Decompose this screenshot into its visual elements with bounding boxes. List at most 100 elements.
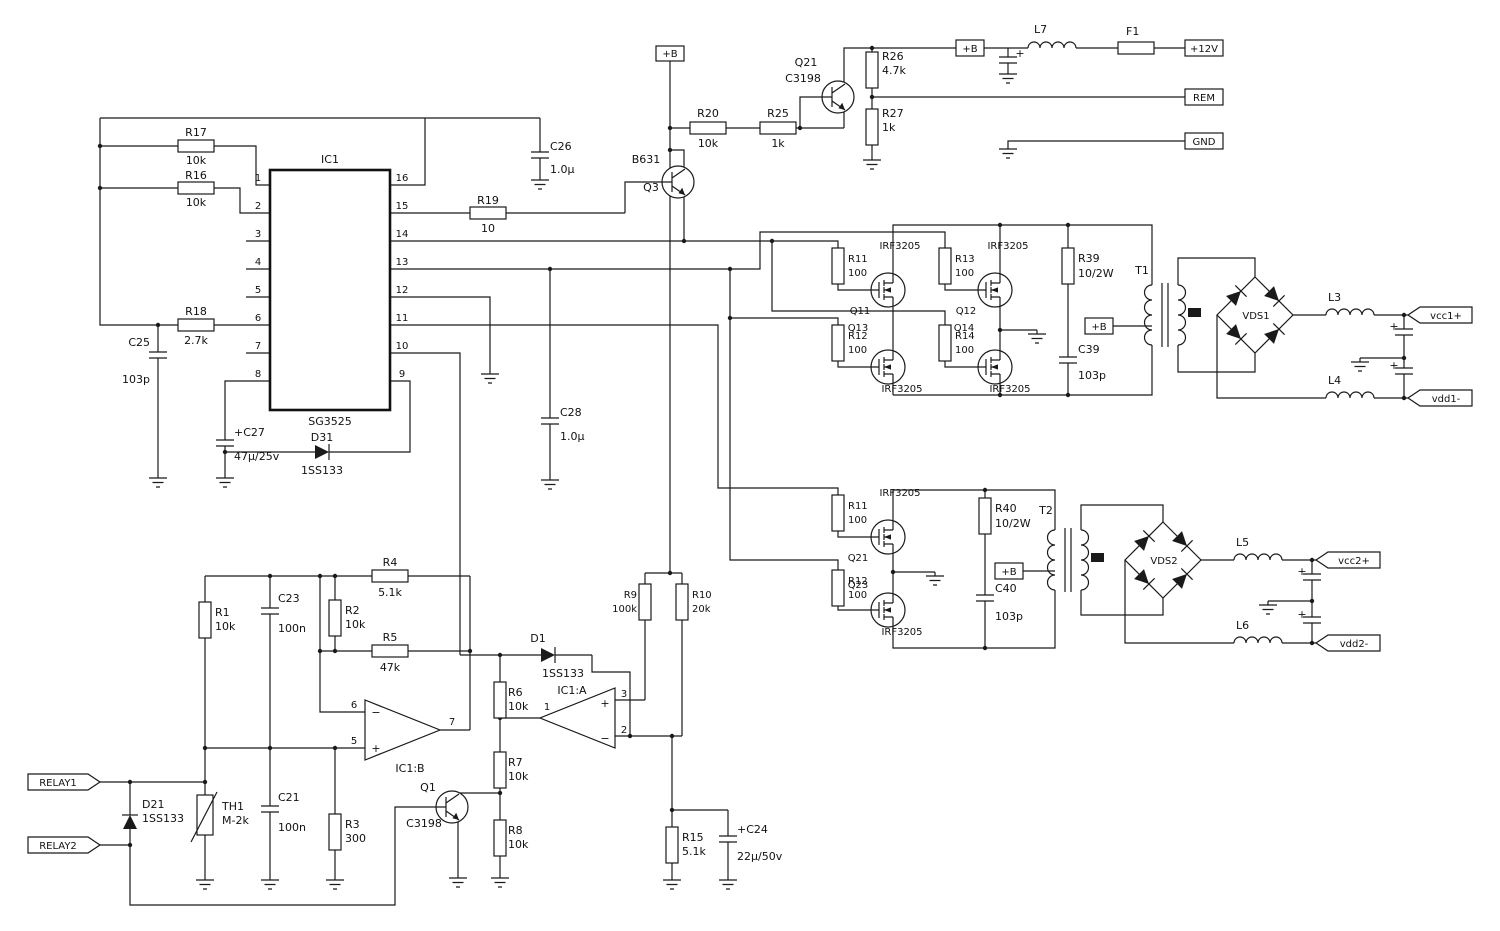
resistor-r40: R40 10/2W (978, 497, 1031, 535)
q21-name: Q21 (795, 56, 818, 69)
r6-name: R6 (508, 686, 523, 699)
diode-d31: D31 1SS133 (301, 431, 343, 477)
rectifier-vds1: VDS1 (1216, 276, 1294, 354)
resistor-r12: R12 100 (831, 324, 868, 362)
vcc1-label: vcc1+ (1430, 311, 1462, 322)
ic1b-minus-sign: − (371, 706, 380, 719)
port-plus-b-12v: +B (955, 39, 985, 57)
resistor-r26: R26 4.7k (865, 50, 906, 89)
vdd1-label: vdd1- (1432, 394, 1461, 405)
resistor-r19: R19 10 (469, 194, 507, 235)
resistor-r1: R1 10k (198, 601, 236, 639)
resistor-r13: R13 100 (938, 247, 975, 285)
transformer-t1: T1 (1134, 264, 1201, 348)
r10-value: 20k (692, 604, 711, 615)
transistor-q3: B631 Q3 (632, 153, 695, 199)
capacitor-vcc1-top: + (1389, 320, 1414, 336)
ic1-pin-7: 7 (255, 341, 261, 352)
r1-name: R1 (215, 606, 230, 619)
ic1-pin-3: 3 (255, 229, 261, 240)
ic1b-pin7: 7 (449, 717, 455, 728)
relay1-label: RELAY1 (39, 778, 77, 789)
q11-part: IRF3205 (879, 241, 920, 252)
rectifier-vds2: VDS2 (1124, 521, 1202, 599)
l6-label: L6 (1236, 619, 1249, 632)
r3-name: R3 (345, 818, 360, 831)
r20-name: R20 (697, 107, 719, 120)
diode-d21: D21 1SS133 (121, 798, 184, 830)
r17-name: R17 (185, 126, 207, 139)
r11-name: R11 (848, 254, 868, 265)
ic1a-plus-sign: + (600, 697, 609, 710)
opamp-ic1b: − + 6 5 7 IC1:B (351, 699, 455, 775)
ic1a-minus-sign: − (600, 732, 609, 745)
resistor-r11b: R11 100 (831, 494, 868, 532)
ic1-pin-16: 16 (396, 173, 409, 184)
ic1b-pin6: 6 (351, 700, 357, 711)
r15-value: 5.1k (682, 845, 706, 858)
r40-name: R40 (995, 502, 1017, 515)
resistor-r8: R8 10k (493, 819, 529, 857)
ic1a-pin3: 3 (621, 689, 627, 700)
r3-value: 300 (345, 832, 366, 845)
c25-name: C25 (128, 336, 150, 349)
ic1-pin-4: 4 (255, 257, 261, 268)
q3-name: Q3 (643, 181, 659, 194)
q1-part: C3198 (406, 817, 442, 830)
resistor-r12b: R12 100 (831, 569, 868, 607)
port-vdd2: vdd2- (1314, 634, 1381, 652)
fuse-f1: F1 (1117, 25, 1155, 55)
c40-name: C40 (995, 582, 1017, 595)
r25-name: R25 (767, 107, 789, 120)
plus-b-label: +B (1001, 567, 1016, 578)
l5-label: L5 (1236, 536, 1249, 549)
q13-name: Q13 (848, 323, 869, 334)
inductor-l3: L3 (1325, 291, 1375, 316)
capacitor-c39: C39 103p (1058, 343, 1106, 382)
r9-value: 100k (612, 604, 637, 615)
th1-value: M-2k (222, 814, 249, 827)
ic1-part: SG3525 (308, 415, 352, 428)
r7-value: 10k (508, 770, 529, 783)
wires-controller (99, 117, 946, 655)
capacitor-c40: C40 103p (975, 582, 1023, 623)
resistor-r14: R14 100 (938, 324, 975, 362)
thermistor-th1: TH1 M-2k (190, 791, 249, 843)
port-plus-b-t1: +B (1084, 317, 1114, 335)
r8-name: R8 (508, 824, 523, 837)
ic1-pin-2: 2 (255, 201, 261, 212)
port-plus-b-top: +B (655, 45, 685, 62)
ic1-pin-15: 15 (396, 201, 409, 212)
inductor-l7: L7 (1027, 23, 1077, 49)
capacitor-c27: +C27 47µ/25v (215, 426, 280, 463)
f1-label: F1 (1126, 25, 1139, 38)
r4-name: R4 (383, 556, 398, 569)
d21-name: D21 (142, 798, 164, 811)
r19-value: 10 (481, 222, 495, 235)
c27-value: 47µ/25v (234, 450, 280, 463)
q21b-name: Q21 (848, 553, 869, 564)
c21-name: C21 (278, 791, 300, 804)
d21-value: 1SS133 (142, 812, 184, 825)
q23-name: Q23 (848, 580, 869, 591)
r14-value: 100 (955, 345, 974, 356)
ic1-name: IC1 (321, 153, 339, 166)
r19-name: R19 (477, 194, 499, 207)
rem-label: REM (1193, 93, 1215, 104)
ic1a-label: IC1:A (557, 684, 587, 697)
mosfet-q14: Q14 IRF3205 (954, 323, 1031, 395)
resistor-r6: R6 10k (493, 681, 529, 719)
resistor-r2: R2 10k (328, 599, 366, 637)
wires-bridge1 (730, 224, 1408, 399)
resistor-r39: R39 10/2W (1061, 247, 1114, 285)
r16-value: 10k (186, 196, 207, 209)
resistor-r15: R15 5.1k (665, 826, 706, 864)
r6-value: 10k (508, 700, 529, 713)
l3-label: L3 (1328, 291, 1341, 304)
c39-name: C39 (1078, 343, 1100, 356)
ic1-pin-6: 6 (255, 313, 261, 324)
r39-value: 10/2W (1078, 267, 1114, 280)
port-relay2: RELAY2 (27, 836, 102, 854)
